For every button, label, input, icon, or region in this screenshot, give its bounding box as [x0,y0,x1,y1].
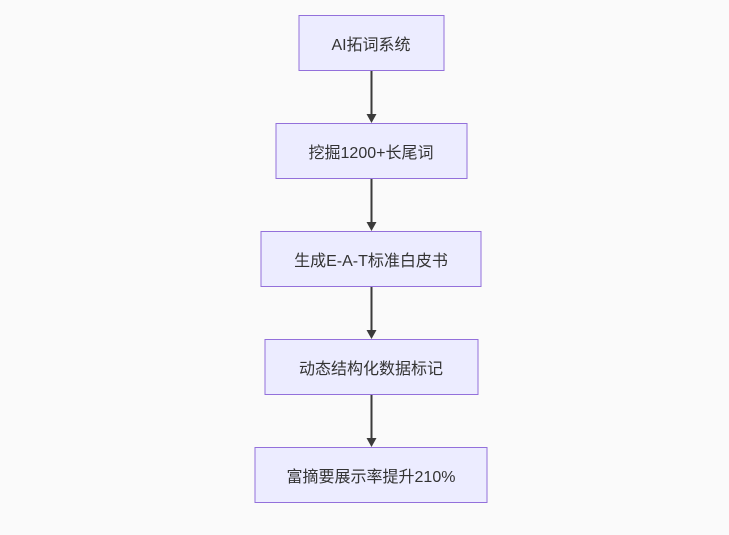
connector-line [370,71,372,114]
flowchart: AI拓词系统 挖掘1200+长尾词 生成E-A-T标准白皮书 动态结构化数据标记 [254,15,488,503]
arrow-down-icon [366,438,376,447]
flow-node-label: 生成E-A-T标准白皮书 [294,253,448,270]
edge-n3-n4 [366,287,376,339]
edge-n4-n5 [366,395,376,447]
arrow-down-icon [366,330,376,339]
connector-line [370,395,372,438]
flow-node-ai-keyword-system: AI拓词系统 [298,15,444,71]
connector-line [370,287,372,330]
flow-node-rich-snippet-rate: 富摘要展示率提升210% [254,447,488,503]
flow-node-label: 富摘要展示率提升210% [286,469,456,486]
flow-node-eat-whitepaper: 生成E-A-T标准白皮书 [260,231,482,287]
connector-line [370,179,372,222]
flow-node-label: 挖掘1200+长尾词 [308,145,434,162]
flow-node-label: 动态结构化数据标记 [298,361,443,378]
edge-n1-n2 [366,71,376,123]
flow-node-structured-data-markup: 动态结构化数据标记 [264,339,478,395]
flow-node-label: AI拓词系统 [331,37,411,54]
arrow-down-icon [366,114,376,123]
edge-n2-n3 [366,179,376,231]
flow-node-longtail-keywords: 挖掘1200+长尾词 [275,123,467,179]
arrow-down-icon [366,222,376,231]
